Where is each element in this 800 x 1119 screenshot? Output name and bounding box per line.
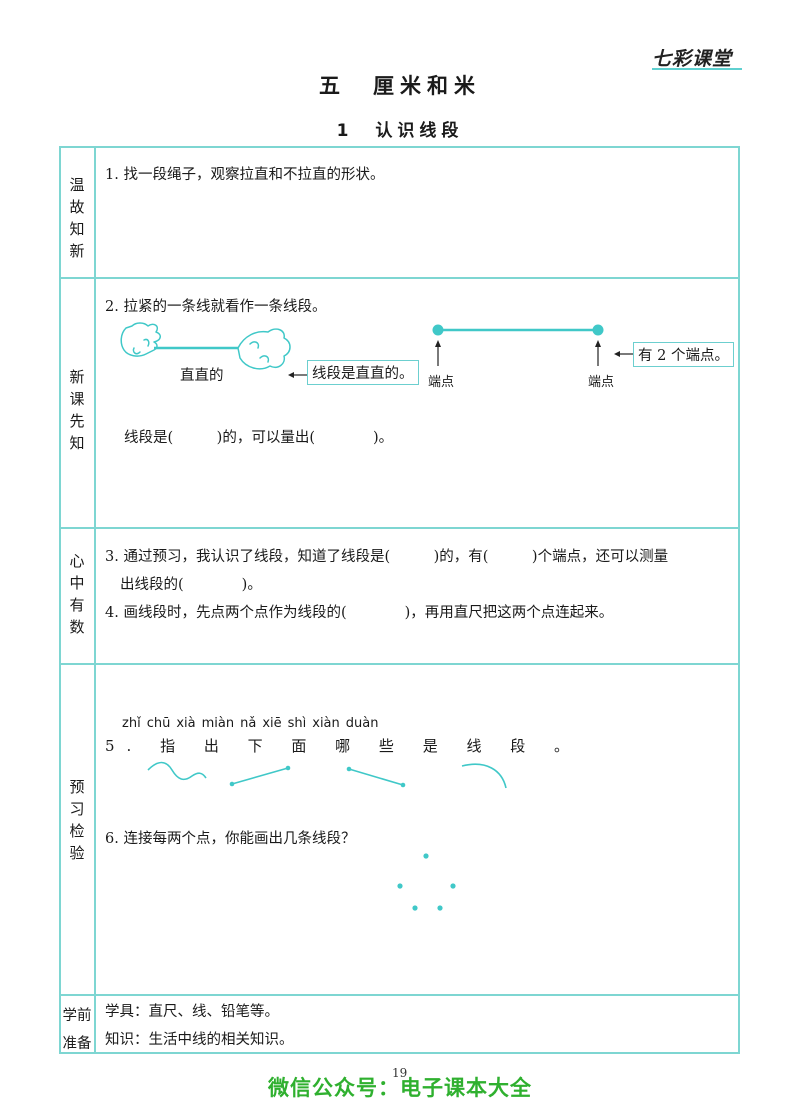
segment-figure-2 [346, 766, 406, 788]
pinyin-syllable: shì [287, 716, 307, 731]
row-divider [59, 277, 740, 279]
point [450, 883, 456, 889]
arrow-left-icon [288, 372, 308, 378]
callout-straight: 线段是直直的。 [307, 360, 419, 385]
question-2: 2. 拉紧的一条线就看作一条线段。 [105, 299, 327, 315]
pinyin-syllable: chū [146, 716, 171, 731]
pinyin-syllable: xiàn [312, 716, 340, 731]
arc-curve-figure [461, 763, 507, 789]
section-label-text: 心中有数 [69, 552, 85, 636]
lesson-title: 1 认识线段 [336, 121, 464, 141]
endpoint-label-left: 端点 [428, 375, 455, 390]
section-label-text: 准备 [62, 1036, 92, 1052]
section-label-reflect: 心中有数 [59, 550, 95, 638]
question-3-line-2: 出线段的( )。 [120, 577, 262, 593]
question-6: 6. 连接每两个点，你能画出几条线段？ [105, 831, 356, 847]
row-divider [59, 663, 740, 665]
unit-title: 五 厘米和米 [319, 74, 481, 98]
row-divider [59, 527, 740, 529]
callout-endpoints: 有 2 个端点。 [633, 342, 734, 367]
hands-pulling-rope-illustration [120, 322, 291, 370]
pinyin-syllable: xiē [262, 716, 282, 731]
pinyin-syllable: zhǐ [122, 716, 141, 731]
question-5-figures [147, 761, 507, 789]
brand-underline [652, 68, 742, 70]
question-5: 5. 指 出 下 面 哪 些 是 线 段 。 [105, 737, 581, 755]
section-label-check: 预习检验 [59, 776, 95, 864]
section-label-text: 新课先知 [69, 368, 85, 452]
prep-knowledge: 知识：生活中线的相关知识。 [105, 1032, 294, 1048]
point [412, 905, 418, 911]
page-number: 19 [392, 1066, 408, 1080]
arrow-left-icon [614, 351, 634, 357]
section-label-text: 学前 [62, 1008, 92, 1024]
five-points-figure [397, 853, 456, 911]
worksheet-table [59, 146, 740, 1054]
row-divider [59, 994, 740, 996]
section-label-text: 温故知新 [69, 176, 85, 260]
straight-caption: 直直的 [180, 368, 224, 384]
line-segment-diagram [432, 324, 604, 366]
fill-in-blank: 线段是( )的，可以量出( )。 [124, 430, 394, 446]
brand-logo: 七彩课堂 [652, 44, 742, 70]
label-column-divider [94, 146, 96, 1054]
segment-figure-1 [229, 765, 291, 787]
endpoint-label-right: 端点 [588, 375, 615, 390]
pinyin-syllable: duàn [345, 716, 379, 731]
pinyin-syllable: miàn [201, 716, 235, 731]
section-label-prep: 学前 准备 [59, 1002, 95, 1058]
prep-tools: 学具：直尺、线、铅笔等。 [105, 1004, 279, 1020]
pinyin-syllable: xià [176, 716, 196, 731]
question-4: 4. 画线段时，先点两个点作为线段的( )，再用直尺把这两个点连起来。 [105, 605, 614, 621]
watermark-text: 微信公众号：电子课本大全 [268, 1076, 532, 1100]
section-label-text: 预习检验 [69, 778, 85, 862]
section-label-preview: 新课先知 [59, 366, 95, 454]
point [423, 853, 429, 859]
pinyin-syllable: nǎ [240, 716, 257, 731]
section-label-review: 温故知新 [59, 174, 95, 262]
question-3-line-1: 3. 通过预习，我认识了线段，知道了线段是( )的，有( )个端点，还可以测量 [105, 549, 669, 565]
question-1: 1. 找一段绳子，观察拉直和不拉直的形状。 [105, 167, 385, 183]
brand-text: 七彩课堂 [652, 48, 733, 70]
point [397, 883, 403, 889]
point [437, 905, 443, 911]
wavy-curve-figure [147, 761, 207, 781]
